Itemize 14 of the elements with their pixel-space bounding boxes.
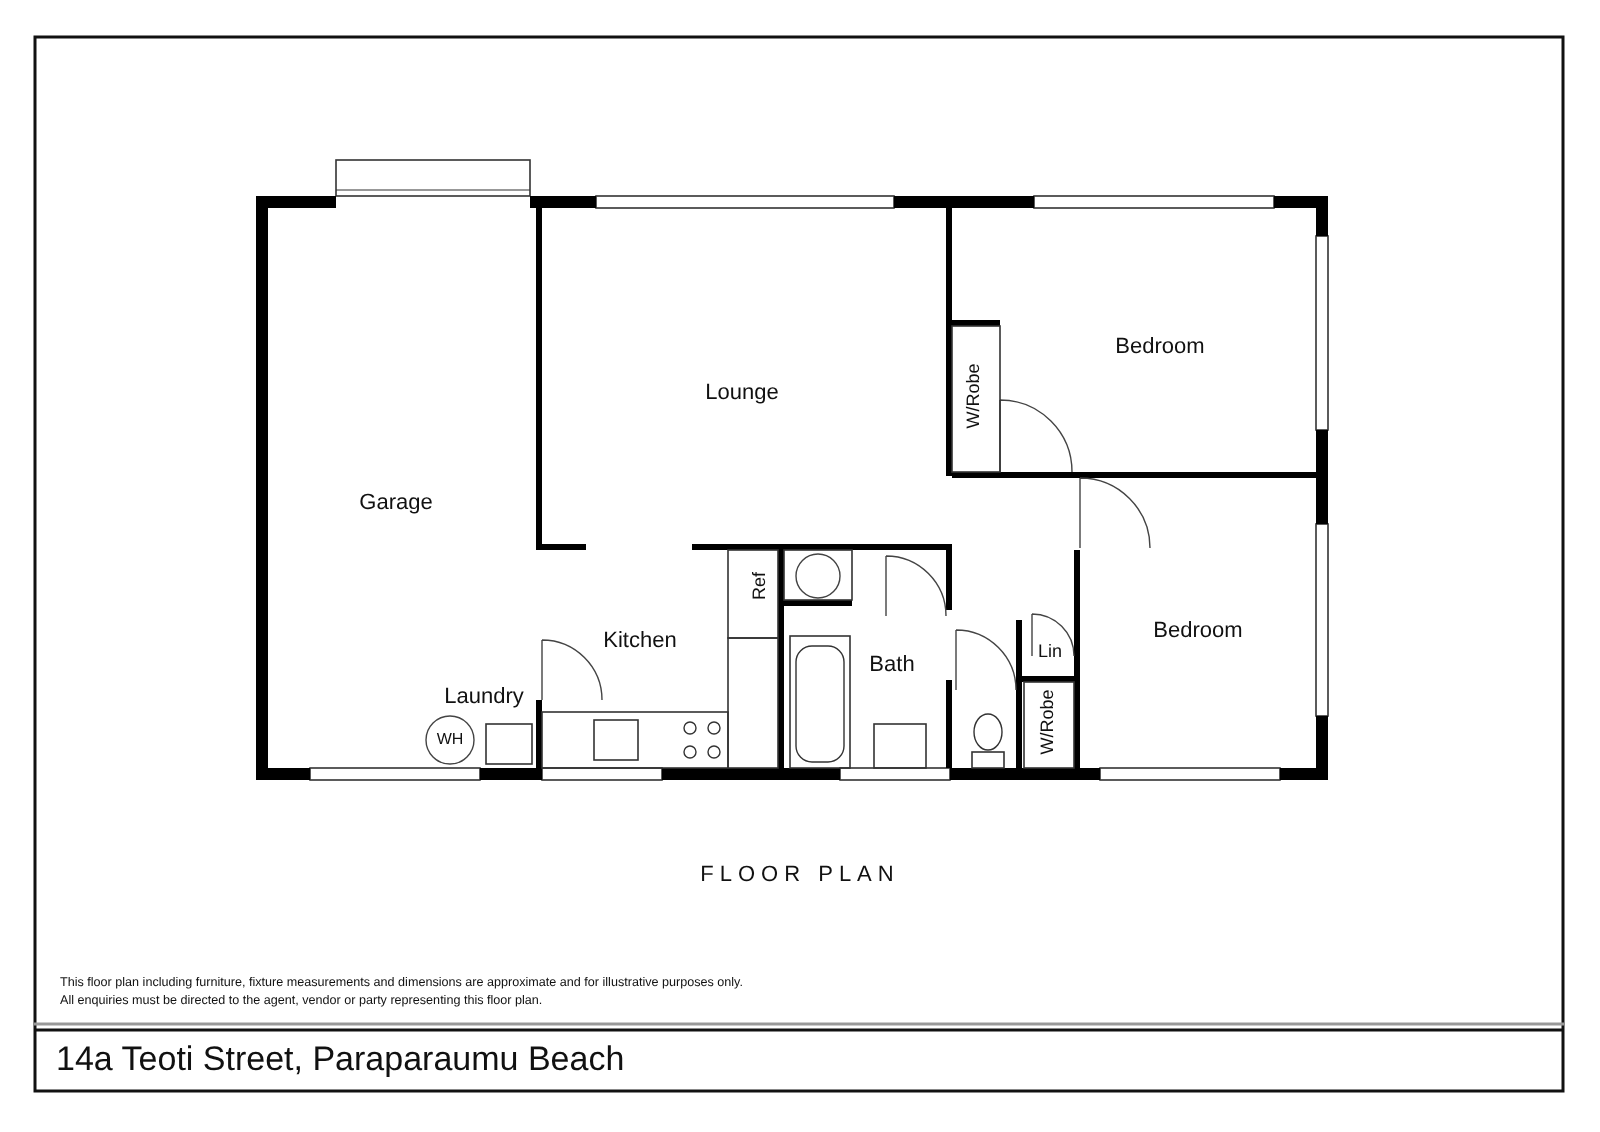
room-label: W/Robe: [965, 363, 983, 429]
room-label: WH: [436, 732, 464, 748]
room-label: Ref: [751, 572, 769, 600]
room-label: Kitchen: [603, 631, 677, 653]
room-label: Garage: [359, 493, 433, 515]
room-label: Laundry: [444, 687, 524, 709]
room-label: W/Robe: [1039, 689, 1057, 755]
caption: FLOOR PLAN: [700, 865, 900, 887]
address-title: 14a Teoti Street, Paraparaumu Beach: [56, 1042, 625, 1076]
room-label: Bedroom: [1153, 621, 1243, 643]
room-label: Bedroom: [1115, 337, 1205, 359]
room-label: Lin: [1038, 643, 1062, 661]
room-label: Lounge: [705, 383, 779, 405]
room-label: Bath: [869, 655, 915, 677]
